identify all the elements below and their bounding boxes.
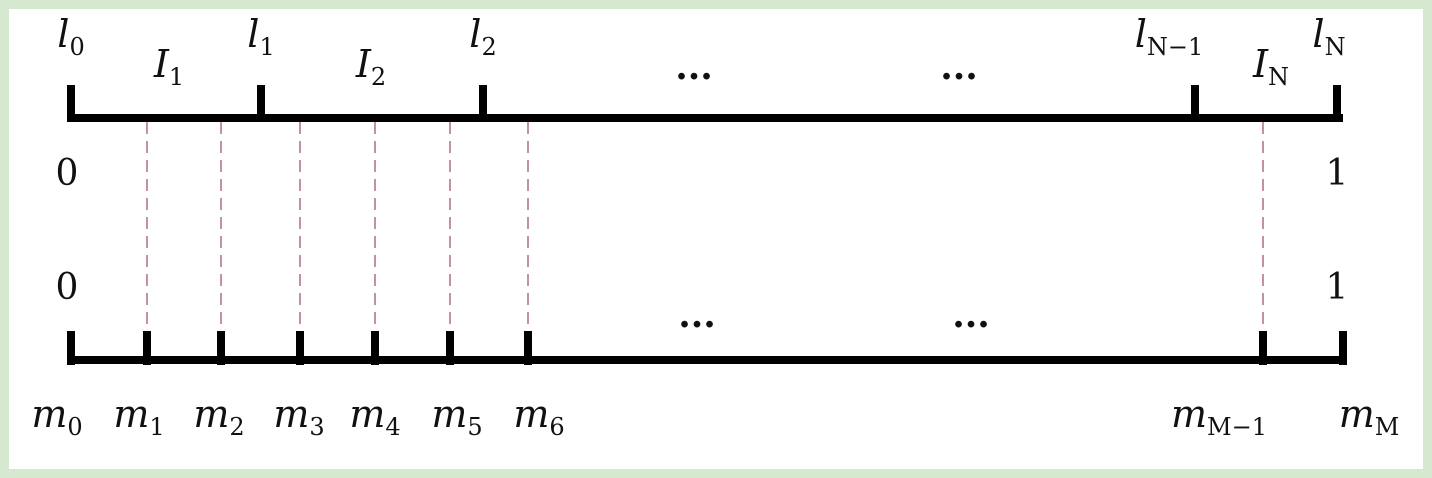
dashed-links xyxy=(146,122,1264,331)
interval-label-2: IN xyxy=(1252,42,1289,91)
boundary-label-4-base: l xyxy=(1312,12,1324,56)
bottom-ellipsis-2: ··· xyxy=(952,304,990,346)
mark-label-8: mM xyxy=(1339,392,1400,441)
mark-label-5-base: m xyxy=(431,392,467,436)
boundary-label-0-subscript: 0 xyxy=(69,33,84,61)
mark-label-6-subscript: 6 xyxy=(549,413,564,441)
bottom-axis-ticks xyxy=(67,331,1347,365)
top-right-value: 1 xyxy=(1326,153,1349,194)
top-ellipsis-1: ··· xyxy=(675,56,713,98)
mark-label-3-base: m xyxy=(273,392,309,436)
mark-label-7-subscript: M−1 xyxy=(1207,413,1267,441)
top-axis-ticks xyxy=(67,85,1341,121)
mark-label-3-subscript: 3 xyxy=(309,413,324,441)
boundary-label-0: l0 xyxy=(57,12,84,61)
mark-label-6-base: m xyxy=(513,392,549,436)
mark-label-1-base: m xyxy=(113,392,149,436)
mark-label-4-base: m xyxy=(349,392,385,436)
mark-label-7: mM−1 xyxy=(1171,392,1267,441)
boundary-label-2-subscript: 2 xyxy=(481,33,496,61)
bottom-ellipsis-1: ··· xyxy=(678,304,716,346)
mark-label-4: m4 xyxy=(349,392,400,441)
mark-label-2-subscript: 2 xyxy=(229,413,244,441)
interval-label-2-base: I xyxy=(1252,42,1269,86)
bottom-left-value: 0 xyxy=(56,267,79,308)
interval-label-2-subscript: N xyxy=(1268,63,1289,91)
interval-label-0: I1 xyxy=(153,42,184,91)
interval-label-0-subscript: 1 xyxy=(169,63,184,91)
boundary-label-1-subscript: 1 xyxy=(259,33,274,61)
boundary-label-1-base: l xyxy=(247,12,259,56)
mark-label-5: m5 xyxy=(431,392,482,441)
top-ellipsis-2: ··· xyxy=(940,56,978,98)
interval-label-1-base: I xyxy=(355,42,372,86)
bottom-right-value: 1 xyxy=(1326,267,1349,308)
mark-label-0: m0 xyxy=(31,392,82,441)
boundary-label-1: l1 xyxy=(247,12,274,61)
mark-label-7-base: m xyxy=(1171,392,1207,436)
mark-label-2-base: m xyxy=(193,392,229,436)
mark-label-1: m1 xyxy=(113,392,164,441)
interval-label-1-subscript: 2 xyxy=(371,63,386,91)
boundary-label-4: lN xyxy=(1312,12,1345,61)
mark-label-8-base: m xyxy=(1339,392,1375,436)
boundary-label-3-base: l xyxy=(1135,12,1147,56)
mark-label-4-subscript: 4 xyxy=(385,413,400,441)
boundary-label-3: lN−1 xyxy=(1135,12,1204,61)
boundary-label-2-base: l xyxy=(469,12,481,56)
mark-label-0-base: m xyxy=(31,392,67,436)
boundary-label-2: l2 xyxy=(469,12,496,61)
mark-label-8-subscript: M xyxy=(1375,413,1400,441)
interval-label-0-base: I xyxy=(153,42,170,86)
boundary-label-3-subscript: N−1 xyxy=(1147,33,1203,61)
mark-label-0-subscript: 0 xyxy=(67,413,82,441)
mark-label-5-subscript: 5 xyxy=(467,413,482,441)
mark-label-1-subscript: 1 xyxy=(149,413,164,441)
boundary-label-4-subscript: N xyxy=(1325,33,1346,61)
mark-label-6: m6 xyxy=(513,392,564,441)
mark-label-3: m3 xyxy=(273,392,324,441)
boundary-label-0-base: l xyxy=(57,12,69,56)
top-left-value: 0 xyxy=(56,153,79,194)
mark-label-2: m2 xyxy=(193,392,244,441)
interval-label-1: I2 xyxy=(355,42,386,91)
